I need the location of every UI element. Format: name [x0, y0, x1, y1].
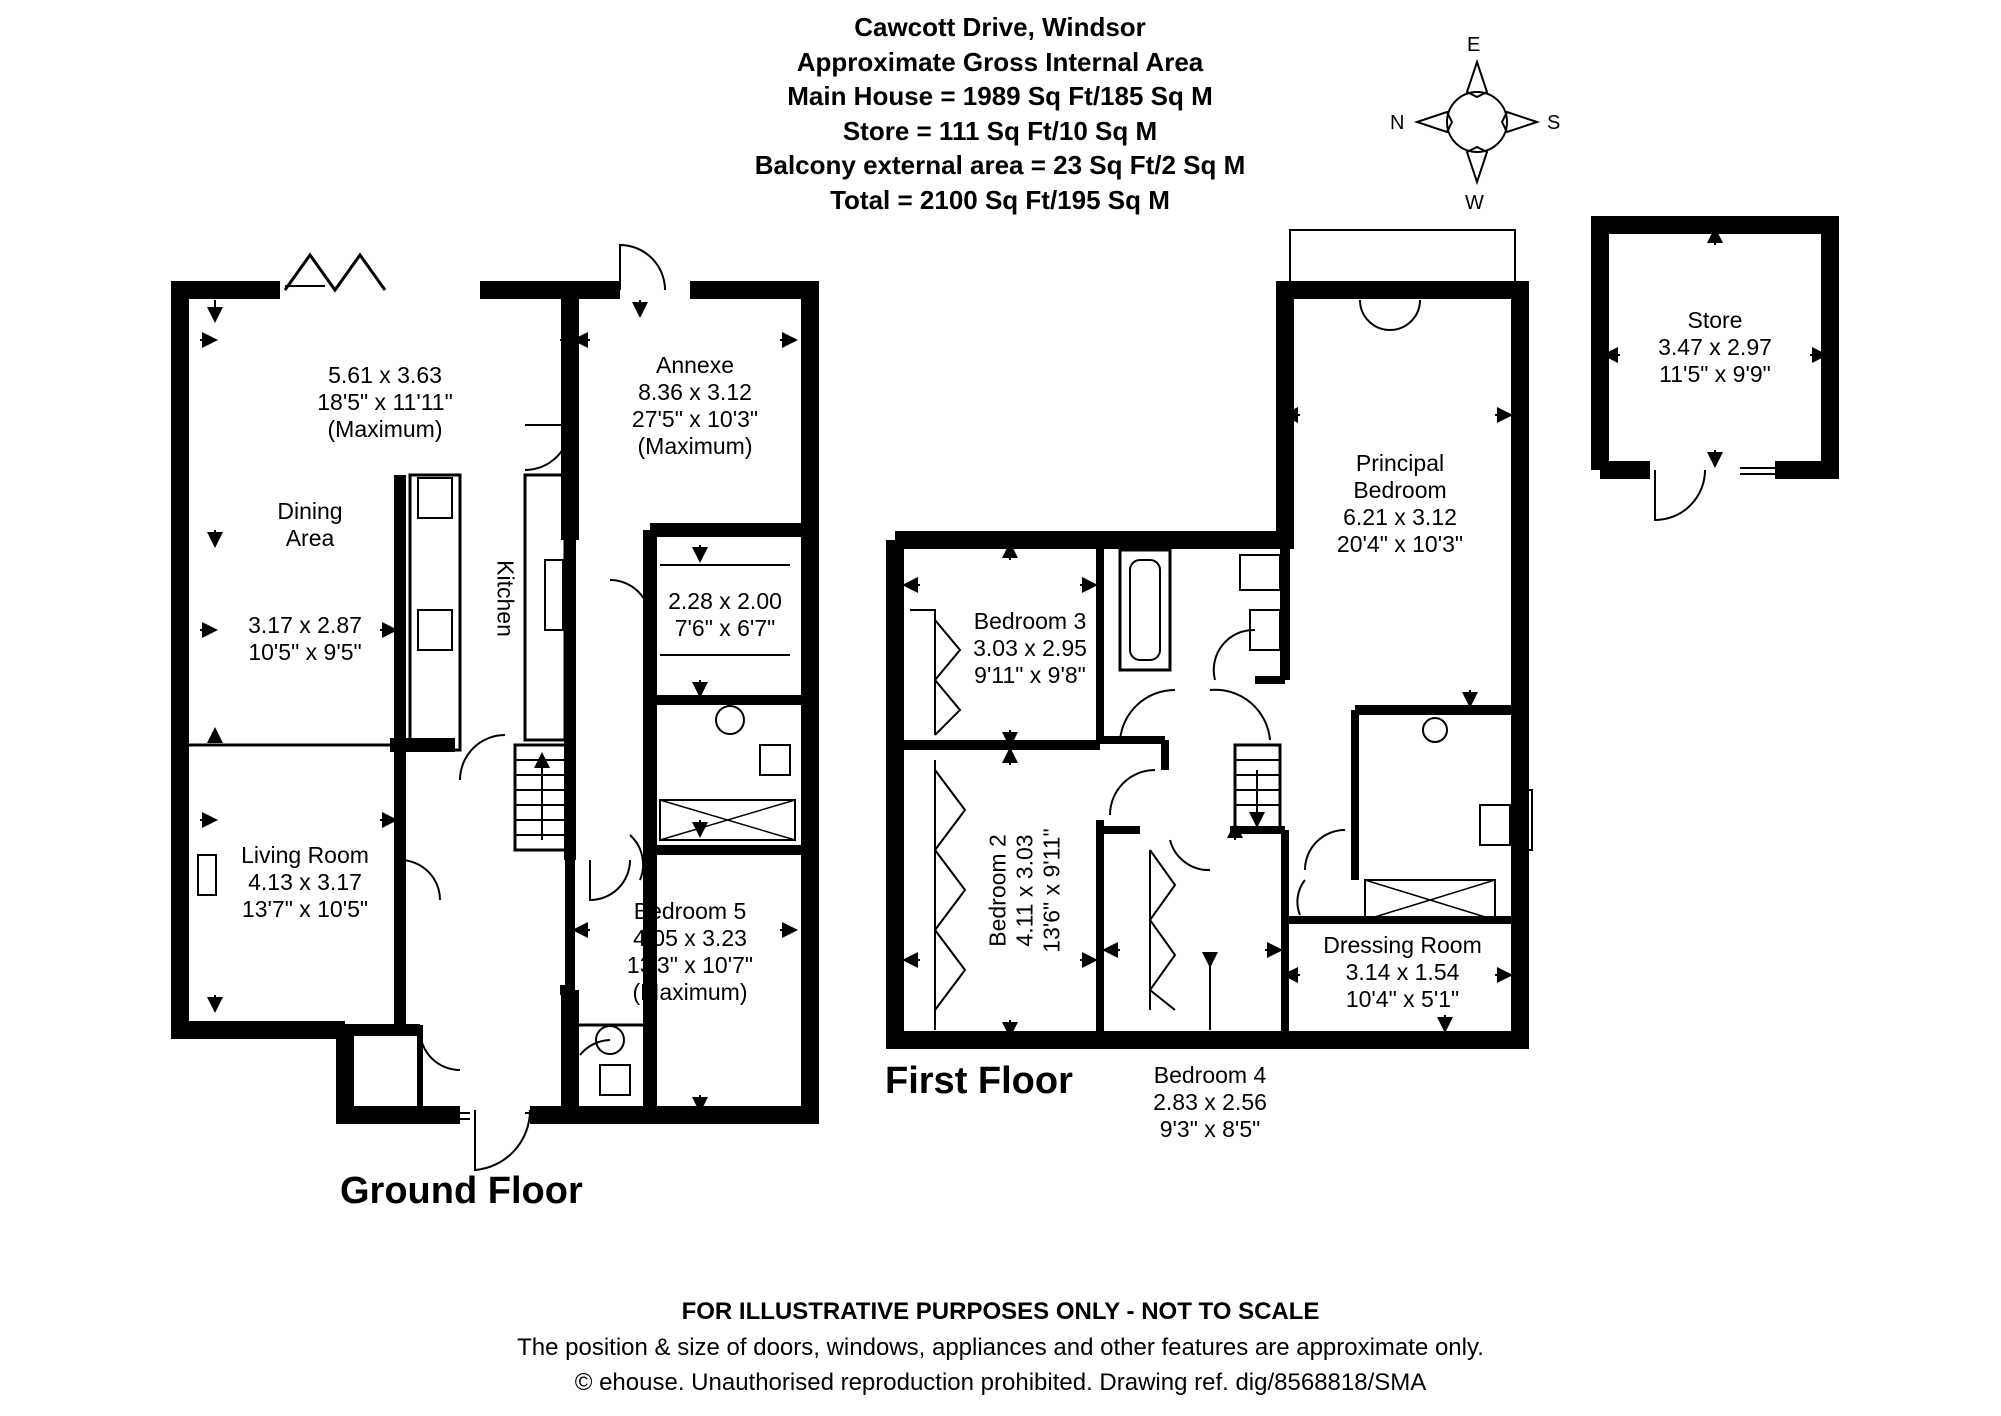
store-dimension-arrows — [1602, 227, 1828, 468]
room-label-living-room: Living Room 4.13 x 3.17 13'7" x 10'5" — [241, 842, 369, 922]
compass-rose — [1413, 58, 1541, 186]
room-label-principal-bedroom: Principal Bedroom 6.21 x 3.12 20'4" x 10… — [1336, 450, 1464, 557]
approximation-note: The position & size of doors, windows, a… — [517, 1334, 1484, 1361]
area-summary: Cawcott Drive, Windsor Approximate Gross… — [650, 10, 1350, 217]
first-floor-plan — [886, 229, 1533, 1049]
room-label-store: Store 3.47 x 2.97 11'5" x 9'9" — [1658, 307, 1772, 387]
room-label-dining-upper: 5.61 x 3.63 18'5" x 11'11" (Maximum) — [317, 362, 453, 442]
room-label-bedroom-4: Bedroom 4 2.83 x 2.56 9'3" x 8'5" — [1153, 1062, 1267, 1142]
copyright-text: © ehouse. Unauthorised reproduction proh… — [574, 1369, 1427, 1396]
first-dimension-arrows — [902, 407, 1513, 1038]
ground-outer-wall — [171, 281, 345, 1039]
room-label-annexe: Annexe 8.36 x 3.12 27'5" x 10'3" (Maximu… — [631, 352, 759, 459]
store-area: Store = 111 Sq Ft/10 Sq M — [842, 115, 1158, 146]
area-heading: Approximate Gross Internal Area — [796, 46, 1204, 77]
room-label-kitchen: Kitchen — [492, 560, 519, 637]
balcony-area: Balcony external area = 23 Sq Ft/2 Sq M — [754, 150, 1246, 180]
property-title: Cawcott Drive, Windsor — [854, 12, 1146, 42]
room-label-dining-area: Dining Area — [277, 498, 343, 551]
room-label-bedroom-5: Bedroom 5 4.05 x 3.23 13'3" x 10'7" (Max… — [626, 898, 754, 1005]
ground-floor-plan — [171, 243, 819, 1172]
compass-south-label: S — [1547, 112, 1561, 134]
store-plan — [1591, 216, 1839, 522]
room-label-annexe-store: 2.28 x 2.00 7'6" x 6'7" — [668, 588, 782, 641]
room-label-bedroom-3: Bedroom 3 3.03 x 2.95 9'11" x 9'8" — [973, 608, 1087, 688]
compass-east-label: E — [1467, 34, 1481, 56]
ground-dimension-arrows — [200, 300, 798, 1113]
compass-north-label: N — [1390, 112, 1405, 134]
room-label-dressing-room: Dressing Room 3.14 x 1.54 10'4" x 5'1" — [1323, 932, 1482, 1012]
total-area: Total = 2100 Sq Ft/195 Sq M — [830, 184, 1170, 215]
compass-west-label: W — [1465, 192, 1484, 214]
disclaimer-text: FOR ILLUSTRATIVE PURPOSES ONLY - NOT TO … — [681, 1298, 1320, 1325]
ground-floor-label: Ground Floor — [340, 1170, 583, 1212]
main-house-area: Main House = 1989 Sq Ft/185 Sq M — [787, 81, 1213, 111]
room-label-bedroom-2: Bedroom 2 4.11 x 3.03 13'6" x 9'11" — [984, 828, 1065, 953]
first-floor-label: First Floor — [885, 1060, 1073, 1102]
room-label-dining-lower: 3.17 x 2.87 10'5" x 9'5" — [248, 612, 362, 665]
